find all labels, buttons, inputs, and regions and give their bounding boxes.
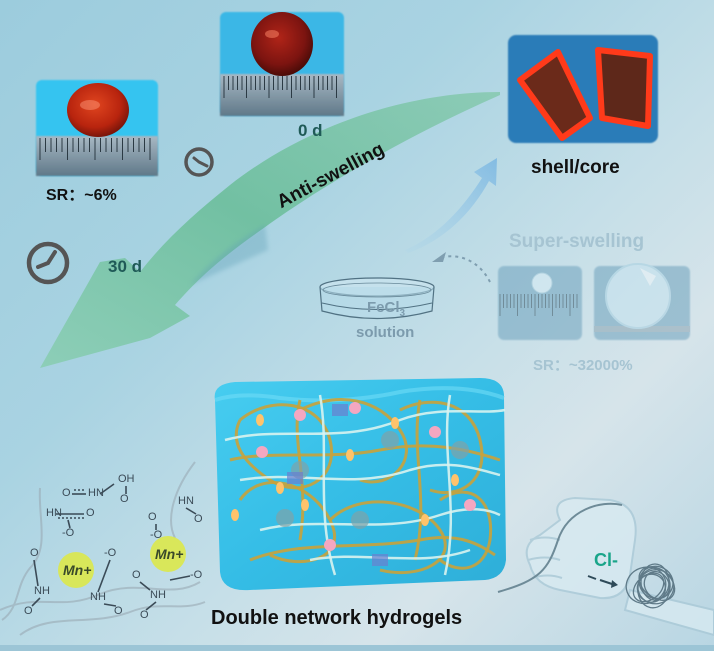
network-strand-gold <box>299 398 408 484</box>
photo-super-swelling <box>498 263 690 340</box>
chem-group-label: O <box>86 507 95 519</box>
day30-label: 30 d <box>108 257 143 276</box>
gold-bead <box>421 514 429 526</box>
anti-swelling-arrow <box>40 92 500 368</box>
gold-bead <box>301 499 309 511</box>
chem-group-label: HN <box>46 507 62 519</box>
solution-label: solution <box>356 324 415 341</box>
chem-group-label: O <box>194 513 203 525</box>
metal-ion-1-label: Mn+ <box>63 562 92 578</box>
super-swelling-arrow <box>405 158 497 253</box>
network-strand-pale <box>239 463 501 482</box>
network-strand-gold <box>328 500 447 575</box>
network-strand-gold <box>249 536 496 562</box>
pink-particle <box>464 499 476 511</box>
chem-group-label: O <box>148 511 157 523</box>
day0-label: 0 d <box>298 121 323 140</box>
metal-ion-2-label: Mn+ <box>155 546 184 562</box>
chem-group-label: HN <box>88 487 104 499</box>
chem-group-label: -O <box>104 547 117 559</box>
chloride-arrow <box>587 575 613 585</box>
network-strand-gold <box>439 490 493 570</box>
sr-anti-label: SR：~6% <box>46 187 117 204</box>
chem-group-label: NH <box>34 585 50 597</box>
metal-ion-1 <box>58 552 94 588</box>
gold-bead <box>276 482 284 494</box>
chem-group-label: HN <box>178 495 194 507</box>
pink-particle <box>294 409 306 421</box>
photo-shell-core <box>508 35 658 143</box>
shell-core-label: shell/core <box>531 157 620 178</box>
chem-group-label: -O <box>62 527 75 539</box>
clock-icon <box>184 147 214 177</box>
chem-group-label: NH <box>90 591 106 603</box>
pink-particle <box>349 402 361 414</box>
fiber-coil-icon <box>625 563 676 609</box>
chem-group-label: O <box>24 605 33 617</box>
chem-group-label: O <box>132 569 141 581</box>
crosslink-node <box>351 511 369 529</box>
clock-icon-large <box>26 241 70 285</box>
polymer-chains <box>0 461 206 636</box>
title-label: Double network hydrogels <box>211 607 463 629</box>
hydrogel-block <box>214 378 506 591</box>
chem-group-label: O <box>114 605 123 617</box>
fecl3-main: FeCl <box>367 299 400 316</box>
crosslink-node <box>276 509 294 527</box>
dotted-domain <box>287 472 303 484</box>
fecl3-label: FeCl3 <box>367 300 405 319</box>
chem-group-label: -O <box>190 569 203 581</box>
fist-icon <box>525 496 714 637</box>
metal-ion-2 <box>150 536 186 572</box>
gold-bead <box>231 509 239 521</box>
gold-bead <box>391 417 399 429</box>
network-strand-pale <box>259 508 501 532</box>
network-strand-gold <box>399 400 484 495</box>
chem-group-label: -O <box>150 529 163 541</box>
chem-group-label: O <box>30 547 39 559</box>
crosslink-node <box>381 431 399 449</box>
dotted-domain <box>332 404 348 416</box>
chem-group-label: O <box>140 609 149 621</box>
gold-bead <box>451 474 459 486</box>
chem-group-label: OH <box>118 473 135 485</box>
network-strand-pale <box>309 548 471 562</box>
chem-group-label: O <box>120 493 129 505</box>
chem-group-label: O <box>62 487 71 499</box>
fiber-line <box>497 502 623 593</box>
chem-group-label: NH <box>150 589 166 601</box>
super-swelling-label: Super-swelling <box>509 231 645 252</box>
petri-dish-icon <box>319 277 435 320</box>
photo-day30 <box>36 80 158 176</box>
gold-bead <box>346 449 354 461</box>
sr-super-label: SR：~32000% <box>533 357 633 374</box>
pink-particle <box>324 539 336 551</box>
chemistry-bonds <box>31 483 197 611</box>
network-strand-pale <box>318 394 337 576</box>
chloride-label: Cl- <box>594 550 618 570</box>
crosslink-node <box>451 441 469 459</box>
dashed-arrow <box>439 255 491 283</box>
photo-day0 <box>220 12 344 116</box>
network-strand-gold <box>413 399 423 561</box>
fecl3-sub: 3 <box>399 308 406 319</box>
pink-particle <box>256 446 268 458</box>
dotted-domain <box>372 554 388 566</box>
pink-particle <box>429 426 441 438</box>
gold-bead <box>256 414 264 426</box>
network-strand-pale <box>443 394 453 576</box>
